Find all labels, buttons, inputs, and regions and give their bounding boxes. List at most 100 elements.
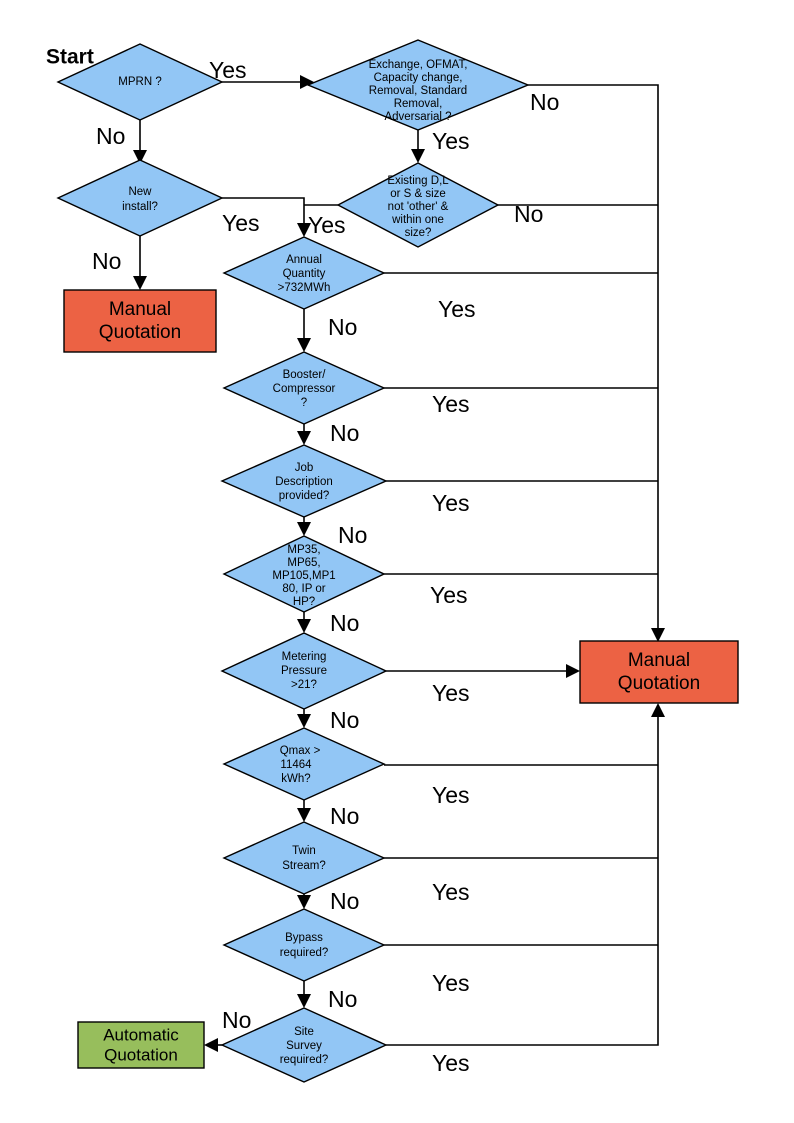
edge-label-bypass-no: No — [328, 986, 357, 1012]
decision-existing-dls-line-2: not 'other' & — [388, 201, 449, 213]
arrow-mprn-yes-icon — [300, 75, 314, 89]
decision-mprn-shape[interactable] — [56, 43, 224, 121]
decision-existing-dls-line-3: within one — [391, 214, 444, 226]
decision-job-description-line-1: Description — [275, 476, 333, 488]
decision-annual-quantity[interactable]: Annual Quantity >732MWh — [222, 236, 386, 310]
arrow-exchange-yes-icon — [411, 149, 425, 163]
terminal-manual-quotation-left-line-1: Quotation — [99, 322, 181, 343]
arrow-metering-yes-icon — [566, 664, 580, 678]
decision-site-survey-line-1: Survey — [286, 1040, 322, 1052]
arrow-exchange-no-icon — [651, 628, 665, 642]
edge-label-job-description-no: No — [338, 522, 367, 548]
edge-label-annual-quantity-yes: Yes — [438, 296, 476, 322]
decision-site-survey[interactable]: Site Survey required? — [220, 1007, 388, 1083]
start-label: Start — [46, 46, 94, 69]
edge-exchange-no — [528, 84, 659, 628]
decision-job-description[interactable]: Job Description provided? — [220, 444, 388, 518]
decision-booster[interactable]: Booster/ Compressor ? — [222, 351, 386, 425]
arrow-booster-no-icon — [297, 431, 311, 445]
terminal-automatic-quotation-line-1: Quotation — [104, 1045, 178, 1064]
decision-annual-quantity-shape[interactable] — [222, 236, 386, 310]
decision-booster-shape[interactable] — [222, 351, 386, 425]
edge-label-booster-yes: Yes — [432, 391, 470, 417]
decision-mprn-line-0: MPRN ? — [118, 76, 161, 88]
edge-label-new-install-no: No — [92, 248, 121, 274]
edge-label-exchange-yes: Yes — [432, 128, 470, 154]
terminal-manual-quotation-right-shape[interactable] — [579, 640, 739, 704]
decision-booster-line-0: Booster/ — [283, 369, 327, 381]
terminal-manual-quotation-left-line-0: Manual — [109, 299, 171, 320]
decision-job-description-shape[interactable] — [220, 444, 388, 518]
decision-exchange[interactable]: Exchange, OFMAT, Capacity change, Remova… — [306, 39, 530, 131]
decision-existing-dls-line-0: Existing D,L — [387, 175, 449, 187]
decision-mp-pressure-tier-shape[interactable] — [222, 535, 386, 613]
decision-mp-pressure-tier[interactable]: MP35, MP65, MP105,MP1 80, IP or HP? — [222, 535, 386, 613]
decision-existing-dls-shape[interactable] — [336, 162, 500, 248]
decision-annual-quantity-line-2: >732MWh — [278, 282, 331, 294]
decision-layer: MPRN ? Exchange, OFMAT, Capacity change,… — [56, 39, 530, 1083]
decision-bypass-shape[interactable] — [222, 908, 386, 982]
decision-existing-dls-line-4: size? — [405, 227, 432, 239]
decision-new-install-line-0: New — [128, 186, 152, 198]
decision-metering-pressure[interactable]: Metering Pressure >21? — [220, 632, 388, 710]
arrow-annual-quantity-no-icon — [297, 338, 311, 352]
edge-label-job-description-yes: Yes — [432, 490, 470, 516]
terminal-automatic-quotation[interactable]: Automatic Quotation — [77, 1021, 205, 1069]
arrow-twin-stream-no-icon — [297, 895, 311, 909]
decision-exchange-line-3: Removal, — [394, 98, 443, 110]
decision-mp-pressure-tier-line-1: MP65, — [287, 557, 320, 569]
edge-label-metering-no: No — [330, 707, 359, 733]
decision-exchange-line-4: Adversarial ? — [384, 111, 451, 123]
terminal-automatic-quotation-shape[interactable] — [77, 1021, 205, 1069]
arrow-bypass-no-icon — [297, 994, 311, 1008]
decision-booster-line-2: ? — [301, 397, 307, 409]
edge-site-survey-yes — [386, 717, 659, 1046]
decision-qmax-line-2: kWh? — [281, 773, 310, 785]
edge-label-layer: Start Yes No No Yes Yes No No Yes Yes No… — [46, 46, 559, 1077]
decision-exchange-line-1: Capacity change, — [374, 72, 463, 84]
decision-annual-quantity-line-1: Quantity — [283, 268, 326, 280]
decision-mp-pressure-tier-line-2: MP105,MP1 — [272, 570, 335, 582]
decision-bypass-line-0: Bypass — [285, 932, 323, 944]
decision-qmax-shape[interactable] — [222, 727, 386, 801]
arrow-new-install-no-icon — [133, 276, 147, 290]
edge-label-qmax-no: No — [330, 803, 359, 829]
edge-label-twin-stream-yes: Yes — [432, 879, 470, 905]
edge-label-mprn-yes: Yes — [209, 57, 247, 83]
terminal-manual-quotation-right-line-1: Quotation — [618, 673, 700, 694]
decision-new-install[interactable]: New install? — [56, 159, 224, 237]
decision-qmax-line-0: Qmax > — [280, 745, 321, 757]
decision-metering-pressure-shape[interactable] — [220, 632, 388, 710]
decision-qmax[interactable]: Qmax > 11464 kWh? — [222, 727, 386, 801]
terminal-manual-quotation-left[interactable]: Manual Quotation — [63, 289, 217, 353]
decision-job-description-line-0: Job — [295, 462, 314, 474]
arrow-mp-tier-no-icon — [297, 619, 311, 633]
decision-twin-stream[interactable]: Twin Stream? — [222, 821, 386, 895]
decision-site-survey-line-0: Site — [294, 1026, 314, 1038]
arrow-metering-no-icon — [297, 714, 311, 728]
decision-site-survey-shape[interactable] — [220, 1007, 388, 1083]
terminal-manual-quotation-right[interactable]: Manual Quotation — [579, 640, 739, 704]
decision-existing-dls[interactable]: Existing D,L or S & size not 'other' & w… — [336, 162, 500, 248]
decision-twin-stream-line-0: Twin — [292, 845, 316, 857]
arrow-job-description-no-icon — [297, 522, 311, 536]
connector-layer — [133, 75, 665, 1052]
decision-new-install-shape[interactable] — [56, 159, 224, 237]
decision-mp-pressure-tier-line-3: 80, IP or — [282, 583, 325, 595]
decision-twin-stream-shape[interactable] — [222, 821, 386, 895]
terminal-manual-quotation-right-line-0: Manual — [628, 650, 690, 671]
decision-exchange-shape[interactable] — [306, 39, 530, 131]
decision-annual-quantity-line-0: Annual — [286, 254, 322, 266]
edge-new-install-yes — [222, 197, 305, 223]
decision-metering-pressure-line-0: Metering — [282, 651, 327, 663]
edge-label-site-survey-yes: Yes — [432, 1050, 470, 1076]
terminal-manual-quotation-left-shape[interactable] — [63, 289, 217, 353]
decision-exchange-line-2: Removal, Standard — [369, 85, 467, 97]
decision-bypass[interactable]: Bypass required? — [222, 908, 386, 982]
decision-twin-stream-line-1: Stream? — [282, 860, 325, 872]
edge-label-new-install-yes: Yes — [222, 210, 260, 236]
decision-mprn[interactable]: MPRN ? — [56, 43, 224, 121]
decision-bypass-line-1: required? — [280, 947, 329, 959]
edge-label-existing-yes: Yes — [308, 212, 346, 238]
